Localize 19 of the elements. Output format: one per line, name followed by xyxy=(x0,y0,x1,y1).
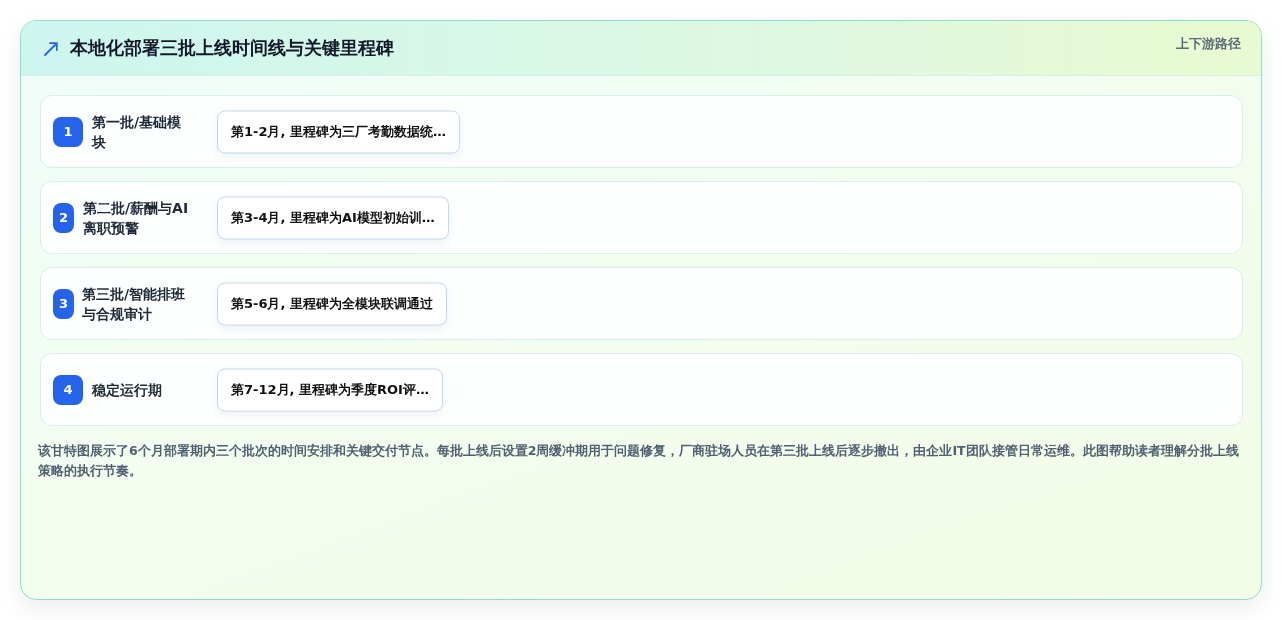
row-card xyxy=(40,181,1243,254)
batch-label: 第三批/智能排班与合规审计 xyxy=(82,284,187,324)
batch-label: 稳定运行期 xyxy=(92,380,163,400)
milestone-card: 第3-4月, 里程碑为AI模型初始训… xyxy=(217,196,449,239)
row-card xyxy=(40,353,1243,426)
milestone-card: 第7-12月, 里程碑为季度ROI评… xyxy=(217,368,443,411)
step-number: 4 xyxy=(53,374,83,405)
batch-label: 第二批/薪酬与AI离职预警 xyxy=(83,198,190,238)
step-number: 1 xyxy=(53,116,83,147)
row-card xyxy=(40,95,1243,168)
row-card xyxy=(40,267,1243,340)
batch-label: 第一批/基础模块 xyxy=(92,112,183,152)
title-text: 本地化部署三批上线时间线与关键里程碑 xyxy=(70,36,394,60)
step-number: 2 xyxy=(53,202,74,233)
header-note: 上下游路径 xyxy=(1176,35,1241,53)
milestone-card: 第1-2月, 里程碑为三厂考勤数据统… xyxy=(217,110,460,153)
caption-text: 该甘特图展示了6个月部署期内三个批次的时间安排和关键交付节点。每批上线后设置2周缓冲期用于问题修复，厂商驻场人员在第三批上线后逐步撤出，由企业IT团队接管日常运维。此图帮助读者理解分批上线策略的执行节奏。 xyxy=(38,442,1240,480)
step-number: 3 xyxy=(53,288,74,319)
milestone-card: 第5-6月, 里程碑为全模块联调通过 xyxy=(217,282,447,325)
